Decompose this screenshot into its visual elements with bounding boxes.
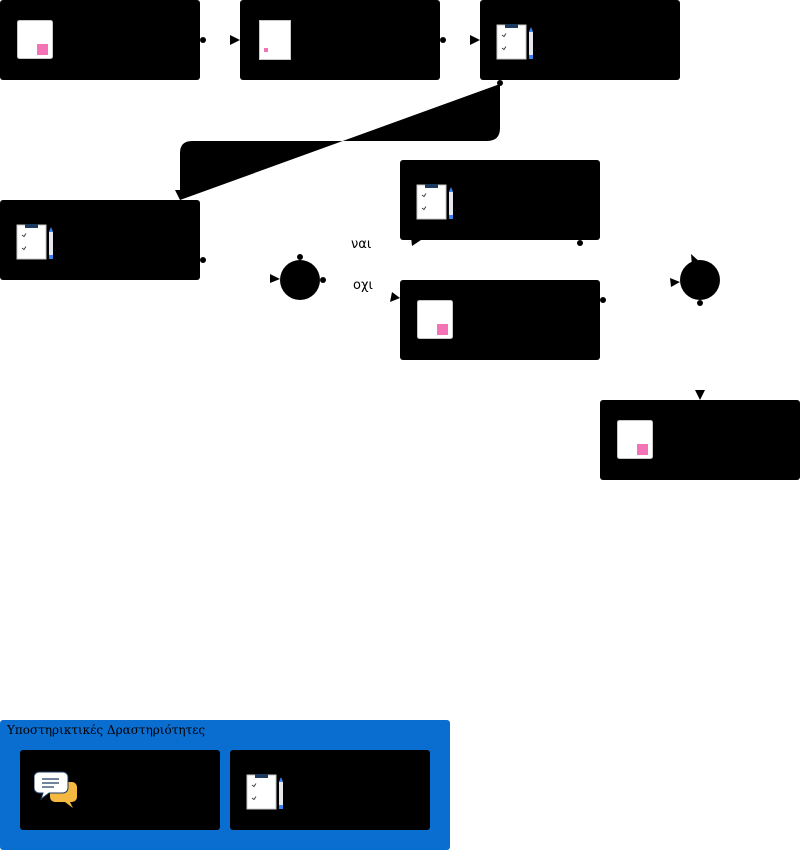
connector-start-dot — [200, 37, 206, 43]
clipboard-pencil-icon — [16, 224, 53, 260]
condition-label-no: οχι — [353, 278, 373, 293]
connector-arrowhead — [695, 390, 705, 400]
condition-label-yes: ναι — [351, 237, 372, 252]
connector-start-dot — [497, 80, 503, 86]
connector-arrowhead — [670, 278, 680, 287]
support-activities-panel: Υποστηρικτικές Δραστηριότητες — [0, 720, 450, 850]
clipboard-pencil-icon — [246, 774, 283, 810]
connector-start-dot — [577, 240, 583, 246]
connector-elbow — [180, 84, 500, 200]
activity-node-yes-branch[interactable] — [400, 160, 600, 240]
activity-node-no-branch[interactable] — [400, 280, 600, 360]
merge-gateway[interactable] — [680, 260, 720, 300]
gateway-port-dot — [320, 277, 326, 283]
speech-bubbles-icon — [34, 771, 77, 808]
clipboard-pencil-icon — [496, 24, 533, 60]
activity-node-final[interactable] — [600, 400, 800, 480]
document-resource-icon — [617, 420, 653, 459]
activity-node-2[interactable] — [240, 0, 440, 80]
connector-start-dot — [600, 297, 606, 303]
connector-arrowhead — [230, 35, 240, 45]
gateway-port-dot — [697, 300, 703, 306]
decision-gateway[interactable] — [280, 260, 320, 300]
connector-start-dot — [440, 37, 446, 43]
support-node-discussion[interactable] — [20, 750, 220, 830]
document-resource-icon — [259, 20, 291, 60]
connector-arrowhead — [175, 190, 185, 200]
gateway-port-dot — [297, 254, 303, 260]
activity-node-3[interactable] — [480, 0, 680, 80]
activity-node-4[interactable] — [0, 200, 200, 280]
connector-arrowhead — [390, 292, 400, 302]
support-node-assessment[interactable] — [230, 750, 430, 830]
support-panel-title: Υποστηρικτικές Δραστηριότητες — [7, 723, 206, 737]
clipboard-pencil-icon — [416, 184, 453, 220]
connector-arrowhead — [470, 35, 480, 45]
document-resource-icon — [17, 20, 53, 59]
activity-node-1[interactable] — [0, 0, 200, 80]
document-resource-icon — [417, 300, 453, 339]
connector-arrowhead — [270, 274, 280, 283]
connector-start-dot — [200, 257, 206, 263]
